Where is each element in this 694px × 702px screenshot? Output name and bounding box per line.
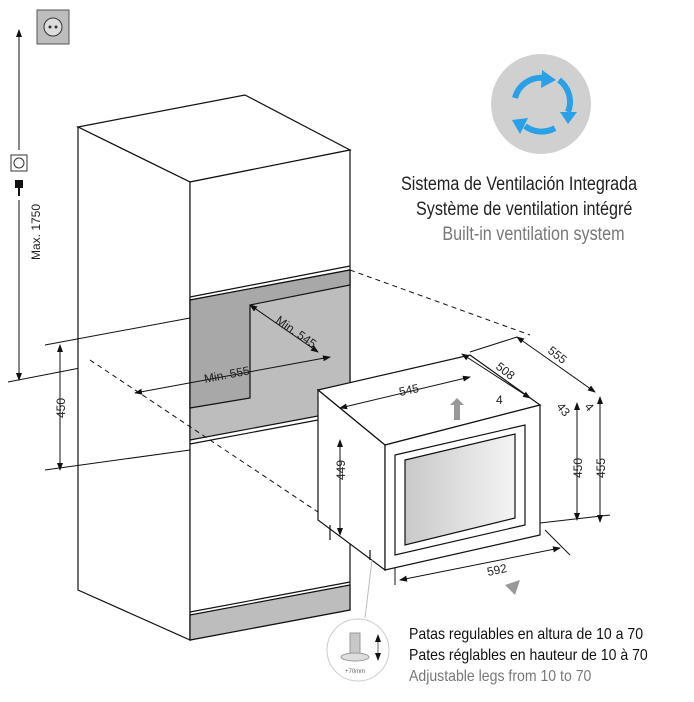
height-449-label: 449 [334,460,348,480]
width-545-label: 545 [398,381,421,399]
gap-4-label: 4 [496,393,503,407]
wall-socket-icon [36,9,70,45]
adjustable-leg-detail-icon: +70mm [326,618,390,682]
airflow-arrow-icon [505,580,520,595]
ventilation-en: Built-in ventilation system [442,224,625,245]
height-455-label: 455 [594,458,608,478]
tall-cabinet [76,94,352,641]
depth-555-label: 555 [545,343,570,367]
door-43-label: 43 [554,400,574,419]
plug-icon [10,154,28,196]
legs-es: Patas regulables en altura de 10 a 70 [409,626,644,643]
width-592-label: 592 [486,561,509,579]
ventilation-icon [491,54,591,154]
ventilation-caption: Sistema de Ventilación Integrada Système… [401,172,637,247]
max-height-label: Max. 1750 [29,204,43,260]
gap-4b-label: 4 [582,400,597,414]
legs-caption: Patas regulables en altura de 10 a 70 Pa… [409,624,648,687]
height-450-label: 450 [571,458,585,478]
leg-range-label: +70mm [345,669,365,675]
niche-height-label: 450 [54,398,68,418]
legs-en: Adjustable legs from 10 to 70 [409,668,592,685]
ventilation-es: Sistema de Ventilación Integrada [401,174,638,195]
legs-fr: Pates réglables en hauteur de 10 à 70 [409,647,648,664]
ventilation-fr: Système de ventilation intégré [415,199,633,220]
